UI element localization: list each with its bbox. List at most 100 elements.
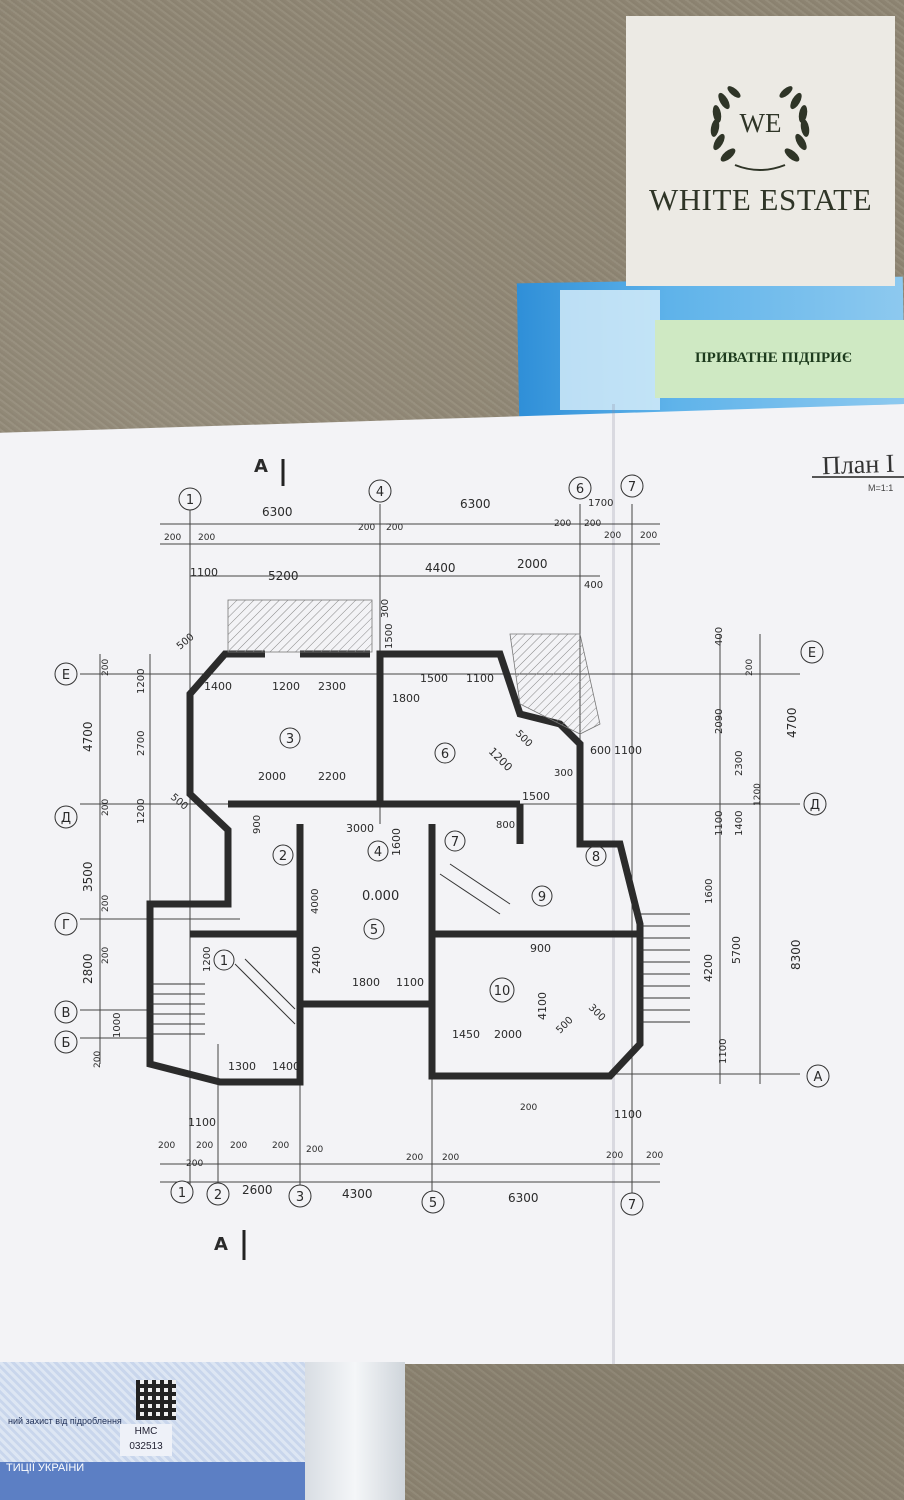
dim-inner: 2000	[494, 1028, 522, 1041]
dim-right: 8300	[789, 939, 803, 970]
room-number: 4	[374, 845, 382, 860]
level-mark: 0.000	[362, 889, 399, 904]
dim-inner: 1500	[522, 790, 550, 803]
dim-top: 200	[604, 531, 621, 541]
plan-scale: М=1:1	[868, 483, 894, 493]
dim-inner: 1300	[228, 1060, 256, 1073]
dim-left: 1000	[112, 1013, 123, 1038]
watermark-logo	[626, 16, 895, 286]
dim-inner: 1800	[352, 976, 380, 989]
room-number: 6	[441, 747, 449, 762]
dim-inner: 4000	[310, 889, 321, 914]
room-number: 10	[494, 984, 511, 999]
dim-bottom: 200	[196, 1141, 213, 1151]
dim-right: 4200	[702, 954, 715, 982]
dim-right: 2090	[714, 709, 725, 734]
axis-marker-left-g: Г	[54, 912, 78, 936]
dim-inner: 4100	[536, 992, 549, 1020]
dim-inner: 1800	[392, 692, 420, 705]
dim-top: 200	[554, 519, 571, 529]
dim-inner: 500	[513, 728, 534, 749]
axis-label: 7	[628, 480, 636, 495]
dim-inner: 3000	[346, 822, 374, 835]
room-9: 9	[531, 885, 553, 907]
dim-left: 1200	[202, 947, 213, 972]
dim-inner: 900	[252, 815, 263, 834]
dim-right: 200	[745, 659, 755, 676]
dim-inner: 1400	[204, 680, 232, 693]
dim-inner: 500	[175, 632, 197, 653]
room-number: 5	[370, 923, 378, 938]
dim-top: 200	[164, 533, 181, 543]
room-3: 3	[279, 727, 301, 749]
dim-bottom: 200	[606, 1151, 623, 1161]
room-labels: 3 6 2 4 7 8 9 5 1 10	[213, 727, 607, 1003]
dim-left: 1200	[136, 799, 147, 824]
dim-inner: 2200	[318, 770, 346, 783]
dim-top: 200	[358, 523, 375, 533]
dim-right: 400	[714, 627, 725, 646]
badge-line-1: НМС	[134, 1426, 158, 1437]
room-2: 2	[272, 844, 294, 866]
qr-code-icon	[136, 1380, 176, 1420]
dim-inner: 900	[530, 942, 551, 955]
dim-right: 1200	[753, 783, 763, 806]
dim-inner: 800	[496, 820, 515, 831]
dim-inner: 2300	[318, 680, 346, 693]
axis-markers: 1 4 6 7 1 2 3 5 7 Е Д Г В Б Е Д А	[54, 474, 830, 1216]
dim-inner: 1100	[396, 976, 424, 989]
dim-top: 6300	[262, 505, 293, 519]
axis-marker-left-v: В	[54, 1000, 78, 1024]
dim-bottom: 200	[646, 1151, 663, 1161]
dim-left: 2700	[136, 731, 147, 756]
certificate-band	[0, 1462, 305, 1500]
room-number: 9	[538, 890, 546, 905]
axis-marker-top-7: 7	[620, 474, 644, 498]
plastic-sleeve	[305, 1362, 405, 1500]
axis-label: Д	[61, 811, 71, 826]
dim-bottom: 200	[158, 1141, 175, 1151]
axis-marker-right-e: Е	[800, 640, 824, 664]
dim-left: 200	[93, 1051, 103, 1068]
dim-bottom: 200	[406, 1153, 423, 1163]
room-10: 10	[489, 977, 515, 1003]
dim-inner: 1100	[614, 744, 642, 757]
dim-left: 2800	[81, 953, 95, 984]
room-number: 3	[286, 732, 294, 747]
logo-initials: WE	[739, 108, 782, 138]
axis-label: В	[62, 1006, 71, 1021]
axis-label: 1	[186, 493, 194, 508]
badge-line-2: 032513	[129, 1441, 163, 1452]
dim-bottom: 200	[306, 1145, 323, 1155]
room-number: 1	[220, 954, 228, 969]
dim-left: 4700	[81, 721, 95, 752]
room-7: 7	[444, 830, 466, 852]
dim-bottom: 200	[230, 1141, 247, 1151]
axis-label: Е	[808, 646, 816, 661]
dim-right: 5700	[730, 936, 743, 964]
dim-right: 4700	[785, 707, 799, 738]
dim-top: 400	[584, 580, 603, 591]
axis-label: 6	[576, 482, 584, 497]
axis-label: 3	[296, 1190, 304, 1205]
dim-inner: 1500	[420, 672, 448, 685]
room-8: 8	[585, 845, 607, 867]
dim-inner: 1200	[486, 745, 515, 774]
dim-inner: 1100	[466, 672, 494, 685]
axis-label: А	[814, 1070, 823, 1085]
axis-marker-left-e: Е	[54, 662, 78, 686]
section-mark-bottom: А	[214, 1234, 228, 1255]
dim-inner: 500	[554, 1015, 575, 1036]
dim-top: 1100	[190, 566, 218, 579]
dim-left: 200	[101, 895, 111, 912]
dim-left: 3500	[81, 861, 95, 892]
dim-top: 200	[386, 523, 403, 533]
axis-marker-left-d: Д	[54, 805, 78, 829]
certificate-badge: НМС 032513	[120, 1424, 172, 1456]
dim-left: 200	[101, 947, 111, 964]
green-document: ПРИВАТНЕ ПІДПРИЄ	[655, 320, 904, 398]
dim-bottom: 200	[186, 1159, 203, 1169]
dim-inner: 1450	[452, 1028, 480, 1041]
dim-inner: 1200	[272, 680, 300, 693]
dim-inner: 600	[590, 744, 611, 757]
